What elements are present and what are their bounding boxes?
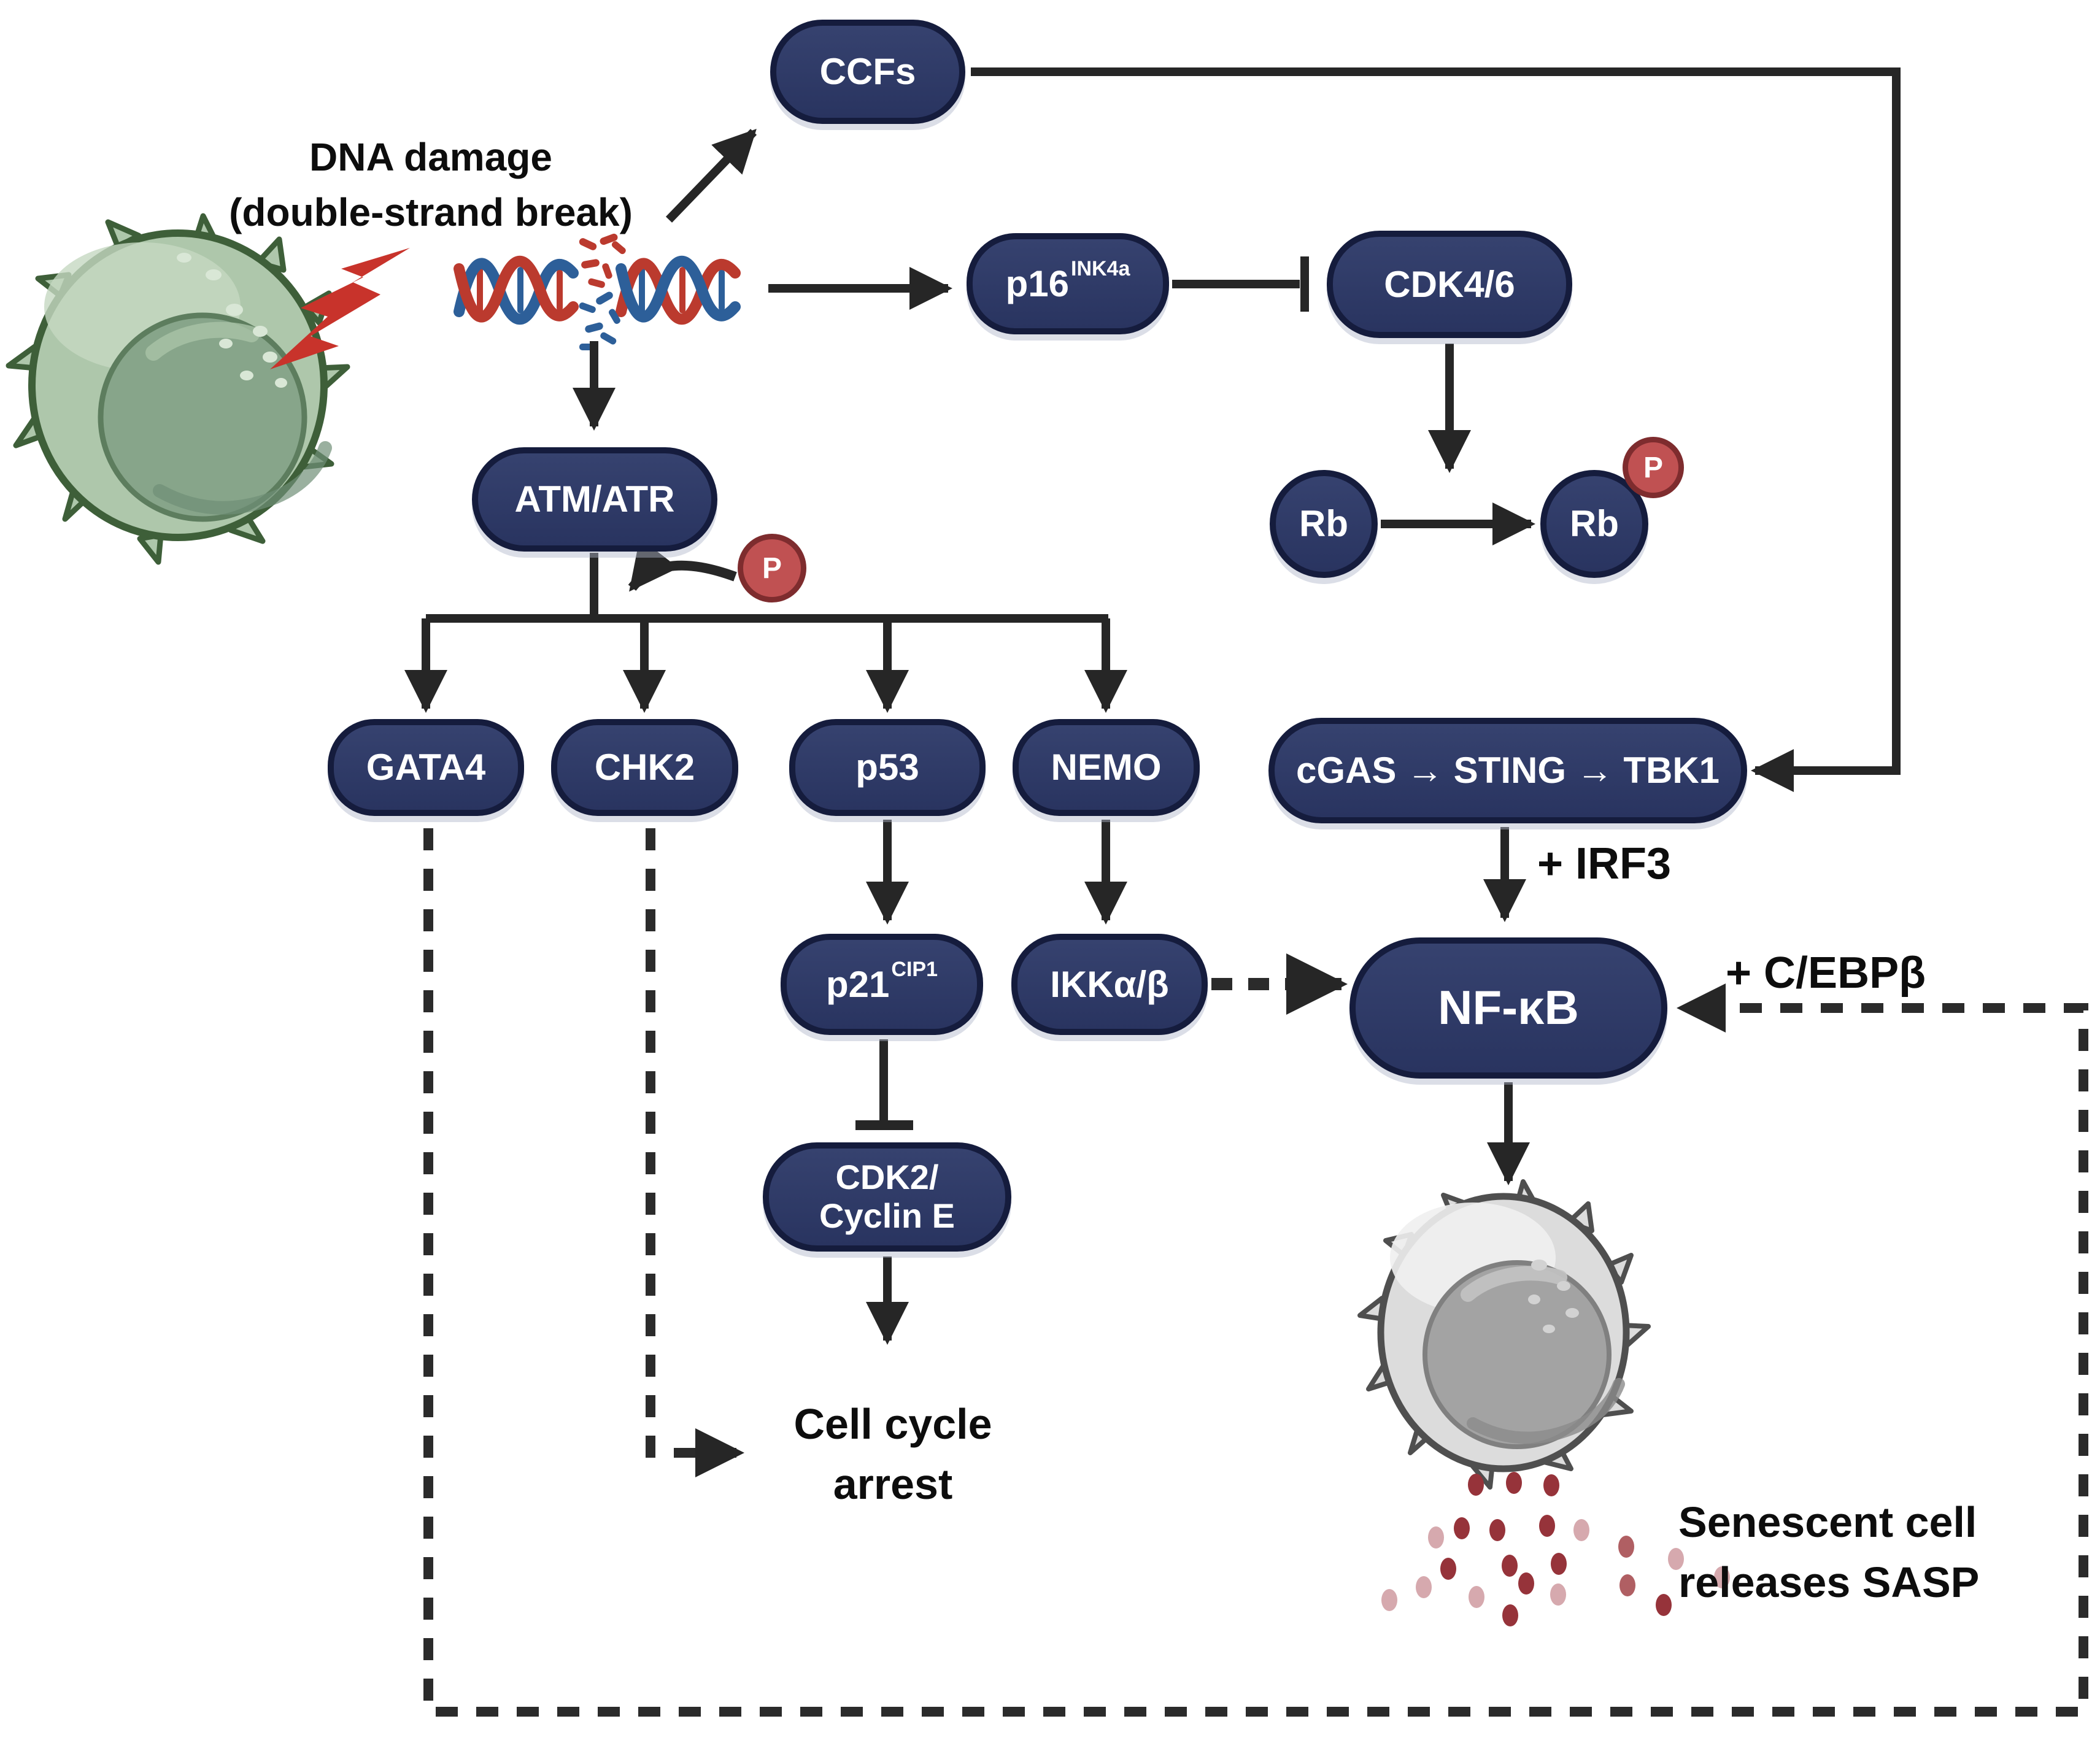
node-p21-label: p21 bbox=[826, 963, 890, 1005]
dashed-arrows bbox=[423, 828, 2088, 1717]
node-p16-superscript: INK4a bbox=[1071, 257, 1130, 281]
arrow-phospho-curve bbox=[628, 537, 737, 592]
senescent-cell-line1: Senescent cell bbox=[1678, 1498, 1977, 1546]
node-rb-label: Rb bbox=[1299, 503, 1348, 545]
node-p21-superscript: CIP1 bbox=[891, 958, 938, 982]
sasp-dots bbox=[1381, 1472, 1730, 1626]
senescent-cell-label: Senescent cell releases SASP bbox=[1678, 1492, 1979, 1612]
node-cgas-sting-tbk1: cGAS → STING → TBK1 bbox=[1268, 718, 1747, 823]
node-atm-atr: ATM/ATR bbox=[472, 447, 717, 552]
node-nemo-label: NEMO bbox=[1051, 747, 1162, 788]
node-nemo: NEMO bbox=[1013, 719, 1200, 816]
dna-break-illustration bbox=[454, 233, 741, 350]
node-ikk-label: IKKα/β bbox=[1050, 963, 1169, 1005]
node-p53: p53 bbox=[789, 719, 986, 816]
node-nfkb: NF-κB bbox=[1349, 937, 1667, 1079]
cell-cycle-arrest-line2: arrest bbox=[833, 1460, 953, 1508]
node-cdk46-label: CDK4/6 bbox=[1384, 263, 1515, 305]
node-p16-label: p16 bbox=[1005, 263, 1069, 304]
arrow-dna-to-ccfs bbox=[665, 128, 757, 223]
node-rbp-label: Rb bbox=[1570, 503, 1619, 545]
phospho-badge-atm-label: P bbox=[762, 552, 782, 585]
node-gata4-label: GATA4 bbox=[366, 747, 486, 788]
node-chk2: CHK2 bbox=[551, 719, 738, 816]
node-ccfs: CCFs bbox=[770, 20, 965, 124]
node-nfkb-label: NF-κB bbox=[1438, 980, 1579, 1035]
solid-arrows bbox=[404, 67, 1901, 1345]
damage-lightning-icon bbox=[270, 248, 410, 369]
dna-damage-title-line2: (double-strand break) bbox=[229, 190, 633, 234]
node-cgas-label: cGAS → STING → TBK1 bbox=[1295, 750, 1720, 791]
node-ikk: IKKα/β bbox=[1011, 934, 1208, 1035]
cell-cycle-arrest-label: Cell cycle arrest bbox=[709, 1394, 1077, 1514]
node-atm-label: ATM/ATR bbox=[514, 479, 675, 520]
dna-fragments bbox=[579, 233, 626, 350]
cell-cycle-arrest-line1: Cell cycle bbox=[793, 1400, 992, 1448]
phospho-badge-atm: P bbox=[738, 534, 806, 602]
senescent-cell-line2: releases SASP bbox=[1678, 1558, 1980, 1606]
node-chk2-label: CHK2 bbox=[594, 747, 695, 788]
node-cdk2-line1: CDK2/ bbox=[835, 1158, 939, 1197]
healthy-cell-illustration bbox=[6, 213, 350, 565]
node-ccfs-label: CCFs bbox=[819, 51, 916, 93]
dna-damage-title: DNA damage (double-strand break) bbox=[198, 130, 664, 240]
node-p53-label: p53 bbox=[855, 747, 919, 788]
phospho-badge-rb: P bbox=[1623, 437, 1684, 498]
dashed-chk2-to-arrest bbox=[646, 828, 744, 1477]
node-cdk46: CDK4/6 bbox=[1327, 231, 1572, 338]
node-cdk2-line2: Cyclin E bbox=[819, 1196, 955, 1235]
arrow-ccfs-to-cgas bbox=[971, 67, 1901, 792]
node-cdk2-cyclin-e: CDK2/ Cyclin E bbox=[763, 1142, 1011, 1252]
cebpb-annotation: + C/EBPβ bbox=[1726, 948, 1926, 998]
irf3-annotation: + IRF3 bbox=[1537, 839, 1672, 888]
node-rb: Rb bbox=[1270, 470, 1378, 578]
senescent-cell-illustration bbox=[1357, 1179, 1651, 1490]
phospho-badge-rb-label: P bbox=[1643, 451, 1663, 484]
node-gata4: GATA4 bbox=[328, 719, 524, 816]
dashed-gata4-cebpb-loop bbox=[423, 828, 2088, 1717]
dna-damage-title-line1: DNA damage bbox=[309, 135, 552, 179]
